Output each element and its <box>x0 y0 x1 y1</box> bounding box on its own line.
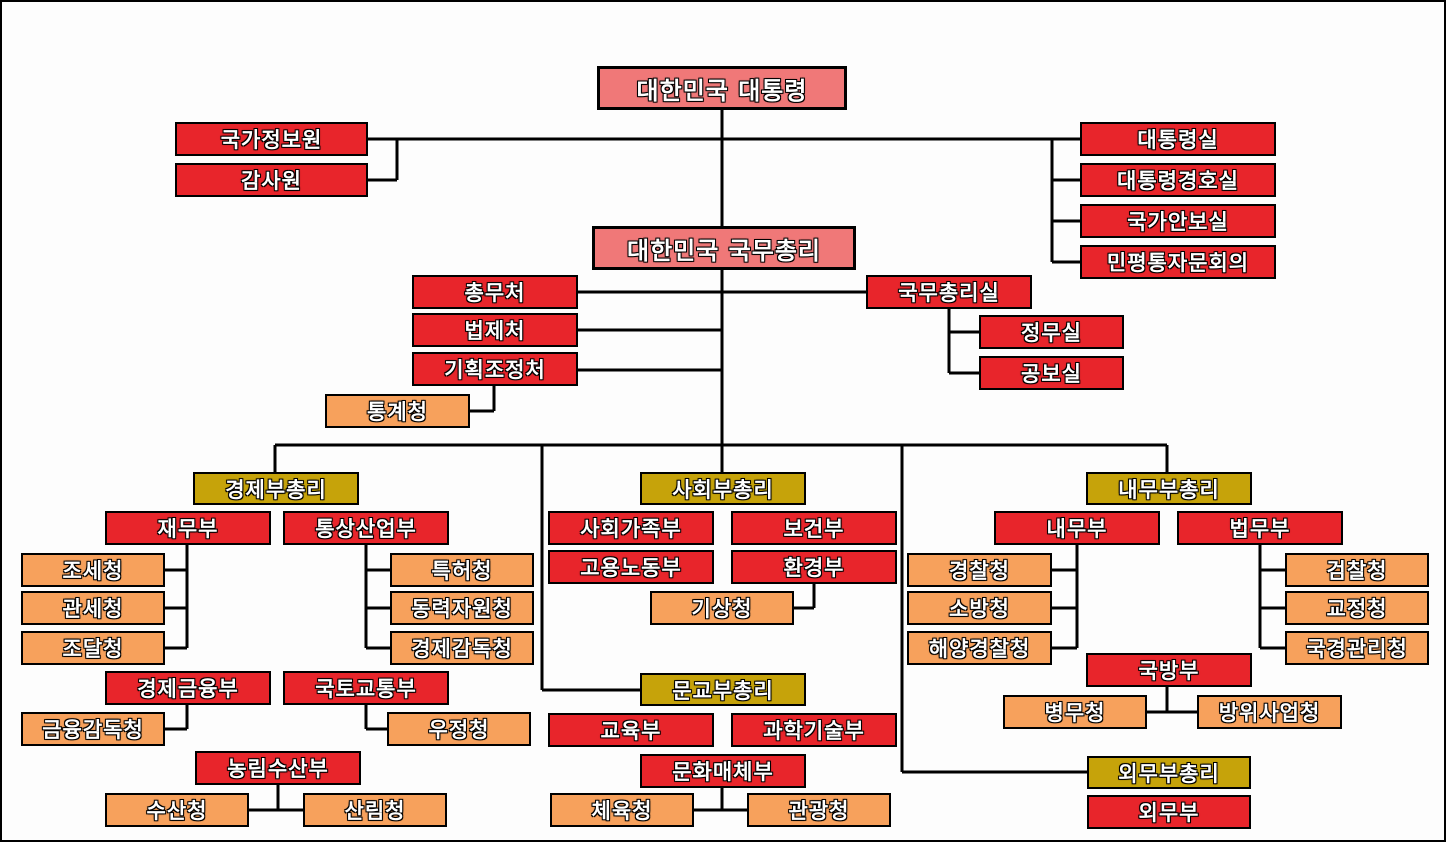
military-manpower-box: 병무청 <box>1003 695 1147 729</box>
forestry-box: 산림청 <box>303 793 447 827</box>
unification-council-box: 민평통자문회의 <box>1080 245 1276 279</box>
agriculture-box: 농림수산부 <box>195 751 361 785</box>
econ-supervision-box: 경제감독청 <box>390 631 534 665</box>
labor-box: 고용노동부 <box>548 550 714 584</box>
audit-box: 감사원 <box>175 163 368 197</box>
weather-box: 기상청 <box>650 591 794 625</box>
pm-office-box: 국무총리실 <box>866 275 1032 309</box>
economy-deputy-box: 경제부총리 <box>193 472 359 505</box>
nis-box: 국가정보원 <box>175 122 368 156</box>
sports-box: 체육청 <box>550 793 694 827</box>
police-box: 경찰청 <box>907 553 1052 587</box>
tourism-box: 관광청 <box>747 793 891 827</box>
defense-box: 국방부 <box>1086 653 1252 687</box>
education-box: 교육부 <box>548 713 714 747</box>
justice-box: 법무부 <box>1177 511 1343 545</box>
finance-box: 재무부 <box>105 511 271 545</box>
social-family-box: 사회가족부 <box>548 511 714 545</box>
patent-box: 특허청 <box>390 553 534 587</box>
prosecution-box: 검찰청 <box>1285 553 1429 587</box>
health-box: 보건부 <box>731 511 897 545</box>
public-info-box: 공보실 <box>979 356 1124 390</box>
fire-box: 소방청 <box>907 591 1052 625</box>
culture-media-box: 문화매체부 <box>640 754 806 788</box>
home-affairs-box: 내무부 <box>994 511 1160 545</box>
statistics-box: 통계청 <box>325 394 470 428</box>
foreign-deputy-box: 외무부총리 <box>1087 756 1251 789</box>
postal-box: 우정청 <box>387 712 531 746</box>
presidential-office-box: 대통령실 <box>1080 122 1276 156</box>
social-deputy-box: 사회부총리 <box>640 472 806 505</box>
prime-minister-box: 대한민국 국무총리 <box>592 226 856 270</box>
science-box: 과학기술부 <box>731 713 897 747</box>
national-security-office-box: 국가안보실 <box>1080 204 1276 238</box>
defense-acquisition-box: 방위사업청 <box>1197 695 1342 729</box>
general-affairs-box: 총무처 <box>412 275 578 309</box>
econ-finance-box: 경제금융부 <box>105 671 271 705</box>
customs-box: 관세청 <box>21 591 165 625</box>
tax-agency-box: 조세청 <box>21 553 165 587</box>
trade-box: 통상산업부 <box>283 511 449 545</box>
interior-deputy-box: 내무부총리 <box>1086 472 1252 505</box>
energy-box: 동력자원청 <box>390 591 534 625</box>
border-box: 국경관리청 <box>1285 631 1429 665</box>
fisheries-box: 수산청 <box>105 793 249 827</box>
land-transport-box: 국토교통부 <box>283 671 449 705</box>
coast-guard-box: 해양경찰청 <box>907 631 1052 665</box>
environment-box: 환경부 <box>731 550 897 584</box>
legislation-box: 법제처 <box>412 313 578 347</box>
planning-box: 기획조정처 <box>412 352 578 386</box>
correction-box: 교정청 <box>1285 591 1429 625</box>
procurement-box: 조달청 <box>21 631 165 665</box>
education-deputy-box: 문교부총리 <box>640 673 806 706</box>
financial-supervision-box: 금융감독청 <box>21 712 165 746</box>
foreign-affairs-box: 외무부 <box>1087 795 1251 829</box>
political-affairs-box: 정무실 <box>979 315 1124 349</box>
president-box: 대한민국 대통령 <box>597 66 847 110</box>
presidential-security-box: 대통령경호실 <box>1080 163 1276 197</box>
